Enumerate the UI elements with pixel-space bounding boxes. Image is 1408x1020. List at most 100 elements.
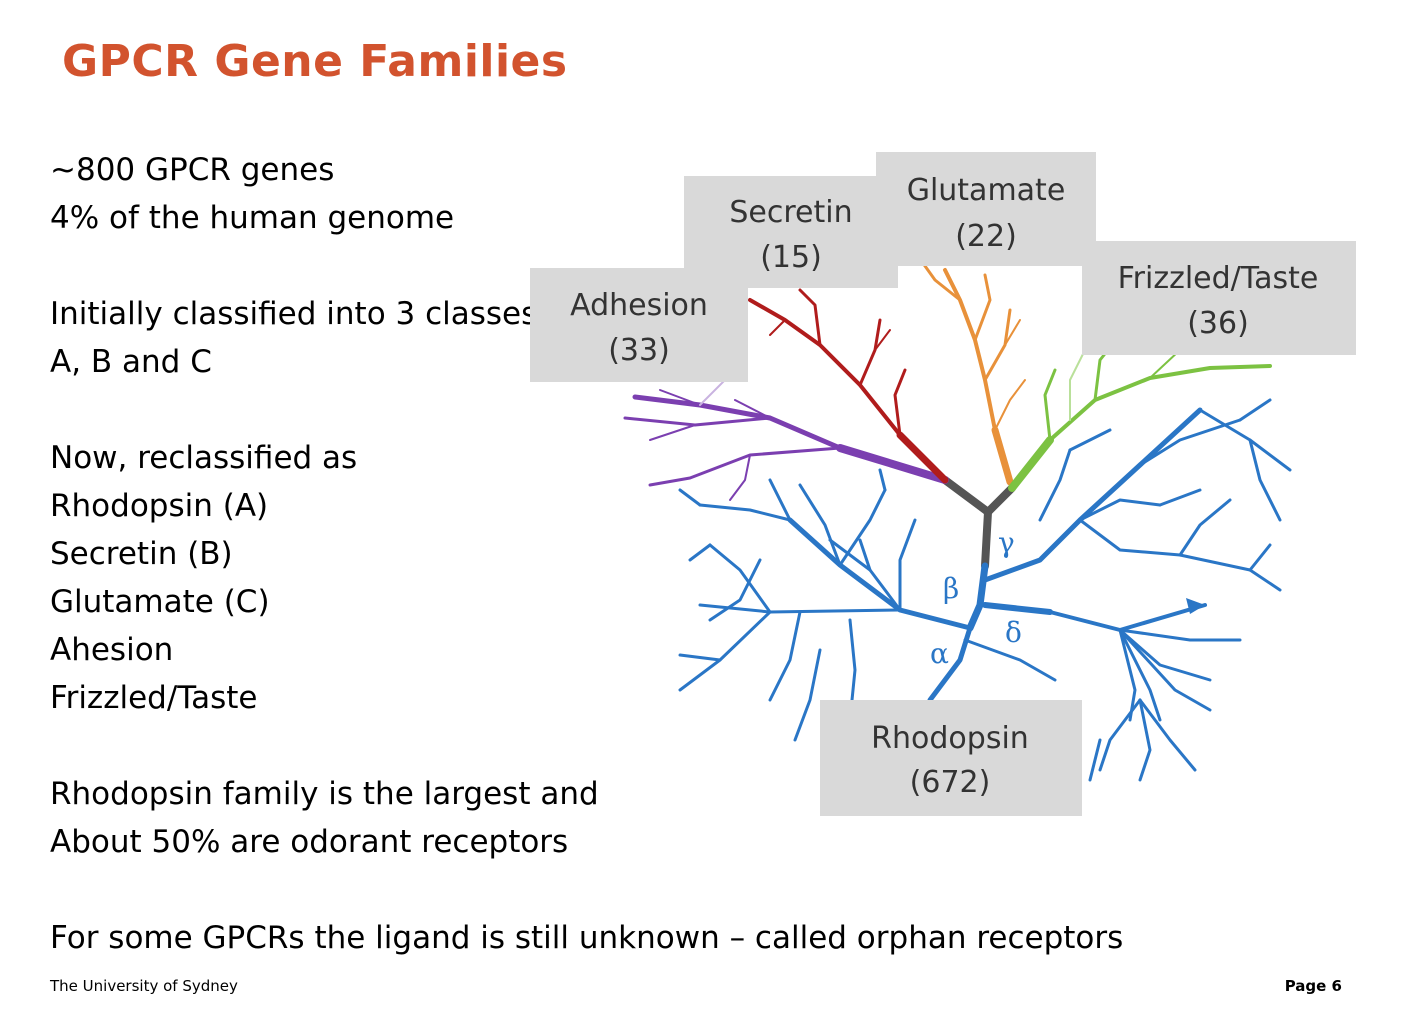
secretin-branch [896,431,949,484]
arrow-head [1186,598,1205,614]
label-frizzled-taste: Frizzled/Taste (36) [1082,241,1356,355]
gpcr-phylogenetic-tree: Adhesion (33) Secretin (15) Glutamate (2… [530,152,1356,816]
rhodopsin-branch [708,543,772,614]
rhodopsin-branch [768,478,792,522]
family-name: Adhesion [570,288,708,323]
subgroup-delta: δ [1005,616,1022,649]
subgroup-alpha: α [930,637,949,670]
rhodopsin-branch [768,610,802,702]
glutamate-branch [983,308,1012,382]
rhodopsin-branch [1068,428,1112,452]
family-count: (36) [1187,306,1249,341]
rhodopsin-branch [1118,628,1212,712]
body-line: Secretin (B) [50,536,233,572]
body-line: Rhodopsin (A) [50,488,269,524]
rhodopsin-branch [1138,418,1242,467]
rhodopsin-branch [966,562,989,632]
rhodopsin-branch [898,518,917,612]
adhesion-branch [623,416,772,427]
rhodopsin-branch [688,543,712,562]
rhodopsin-branch [1038,448,1072,522]
family-count: (15) [760,240,822,275]
label-box [820,700,1082,816]
body-line: 4% of the human genome [50,200,455,236]
rhodopsin-branch [787,517,973,631]
adhesion-branch [659,389,701,406]
secretin-branch [858,318,882,387]
glutamate-branch [991,426,1014,486]
footer-page-number: Page 6 [1284,977,1342,995]
label-rhodopsin: Rhodopsin (672) [820,700,1082,816]
rhodopsin-branch [1248,568,1282,592]
body-line: Glutamate (C) [50,584,270,620]
rhodopsin-branch [678,610,772,692]
subgroup-beta: β [943,572,959,605]
label-box [876,152,1096,266]
rhodopsin-branch [1098,698,1142,772]
subgroup-gamma: γ [998,526,1015,559]
rhodopsin-branch [1138,698,1197,772]
rhodopsin-branch [927,625,973,703]
rhodopsin-branch [1078,498,1162,522]
body-line: A, B and C [50,344,212,380]
rhodopsin-branch [1248,438,1282,522]
label-secretin: Secretin (15) [684,176,898,288]
family-name: Rhodopsin [871,721,1029,756]
rhodopsin-branch [698,503,792,522]
adhesion-branch [648,446,842,487]
body-line: Ahesion [50,632,174,668]
rhodopsin-branch [1118,628,1242,642]
family-count: (22) [955,219,1017,254]
frizzled-branch [1008,436,1054,492]
rhodopsin-branch [678,488,702,507]
rhodopsin-branch [1088,738,1102,782]
body-line: Rhodopsin family is the largest and [50,776,599,812]
family-name: Frizzled/Taste [1118,261,1319,296]
family-name: Secretin [729,195,852,230]
rhodopsin-branch [1238,398,1272,422]
label-box [684,176,898,288]
label-glutamate: Glutamate (22) [876,152,1096,266]
body-line: About 50% are odorant receptors [50,824,569,860]
rhodopsin-branch [1198,408,1292,472]
trunk-branch [981,508,992,570]
slide-body: ~800 GPCR genes 4% of the human genome I… [50,146,1124,962]
rhodopsin-branch [878,468,887,492]
glutamate-branch [973,273,992,342]
rhodopsin-branch [1048,603,1207,632]
tree-branches [623,239,1292,782]
body-line: ~800 GPCR genes [50,152,335,188]
body-line: Frizzled/Taste [50,680,258,716]
rhodopsin-branch [982,602,1053,615]
rhodopsin-branch [798,483,842,567]
family-name: Glutamate [907,173,1066,208]
adhesion-branch [649,424,696,441]
rhodopsin-branch [793,648,822,742]
rhodopsin-branch [1248,543,1272,572]
body-line: Initially classified into 3 classes [50,296,538,332]
frizzled-branch [1043,368,1057,442]
rhodopsin-branch [838,488,887,567]
adhesion-branch [734,399,771,419]
family-count: (33) [608,333,670,368]
rhodopsin-branch [678,653,722,662]
body-line: For some GPCRs the ligand is still unkno… [50,920,1124,956]
footer-institution: The University of Sydney [50,977,238,995]
rhodopsin-branch [963,638,1057,682]
secretin-branch [798,288,822,347]
secretin-branch [874,329,891,351]
glutamate-branch [1004,319,1021,346]
glutamate-branch [994,379,1026,431]
rhodopsin-branch [1138,698,1152,782]
rhodopsin-branch [1118,628,1162,722]
rhodopsin-branch [858,538,872,572]
rhodopsin-branch [1158,488,1202,507]
body-gap [50,866,770,914]
adhesion-branch [836,444,949,484]
family-count: (672) [910,765,991,800]
adhesion-branch [729,454,751,501]
rhodopsin-branch [1078,518,1252,572]
trunk-branch [941,476,1016,516]
label-box [1082,241,1356,355]
rhodopsin-branch [1178,498,1232,557]
